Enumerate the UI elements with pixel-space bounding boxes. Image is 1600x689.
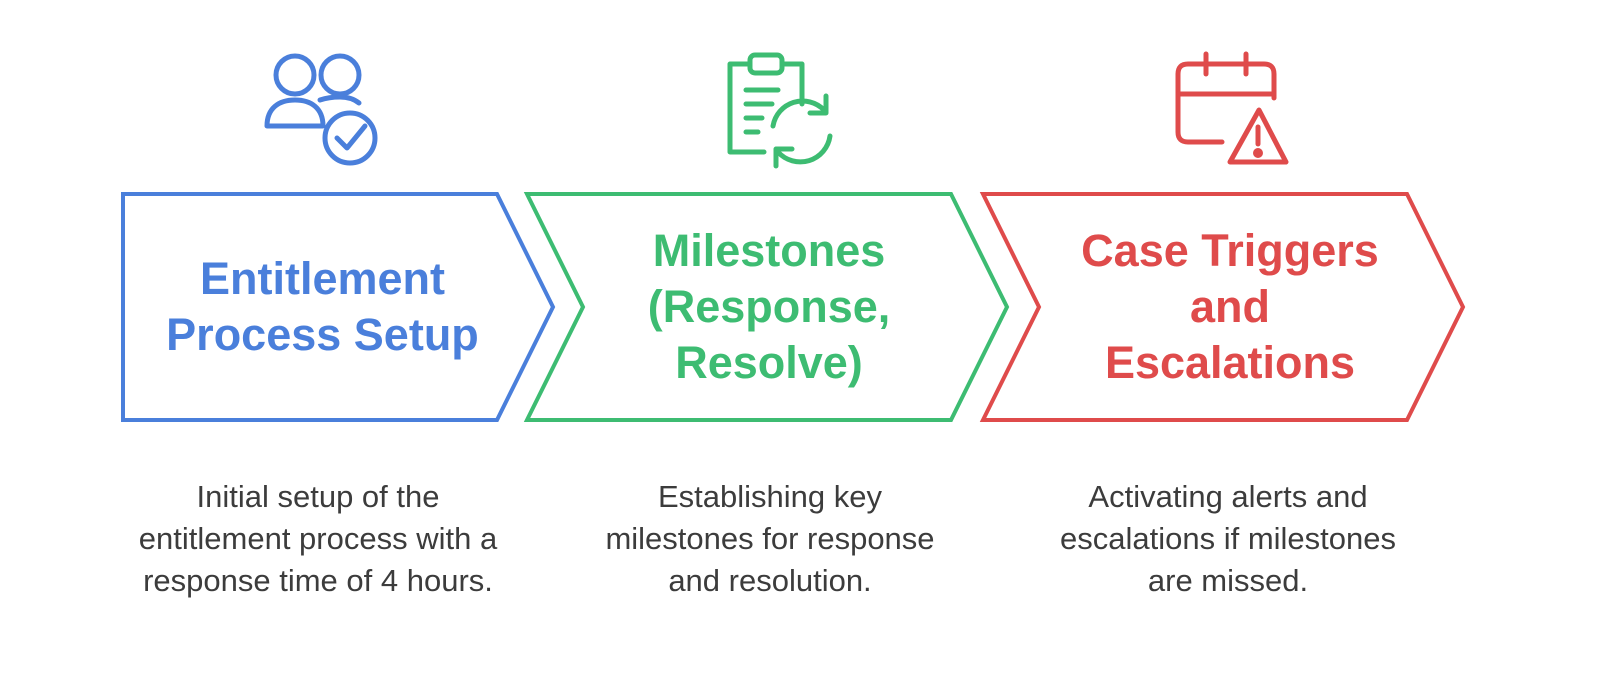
step-1-chevron: Entitlement Process Setup [120, 192, 560, 422]
users-check-icon [262, 50, 392, 170]
step-1-description: Initial setup of the entitlement process… [138, 479, 498, 598]
clipboard-refresh-icon [718, 50, 848, 170]
step-2-chevron: Milestones (Response, Resolve) [523, 192, 1014, 422]
step-3-title: Case Triggers and Escalations [1081, 225, 1379, 388]
step-1-title: Entitlement Process Setup [166, 253, 479, 360]
step-2-description: Establishing key milestones for response… [605, 479, 935, 598]
step-3-description: Activating alerts and escalations if mil… [1060, 479, 1396, 598]
calendar-warning-icon [1172, 50, 1302, 170]
step-2-title: Milestones (Response, Resolve) [647, 225, 891, 388]
step-3-chevron: Case Triggers and Escalations [979, 192, 1470, 422]
